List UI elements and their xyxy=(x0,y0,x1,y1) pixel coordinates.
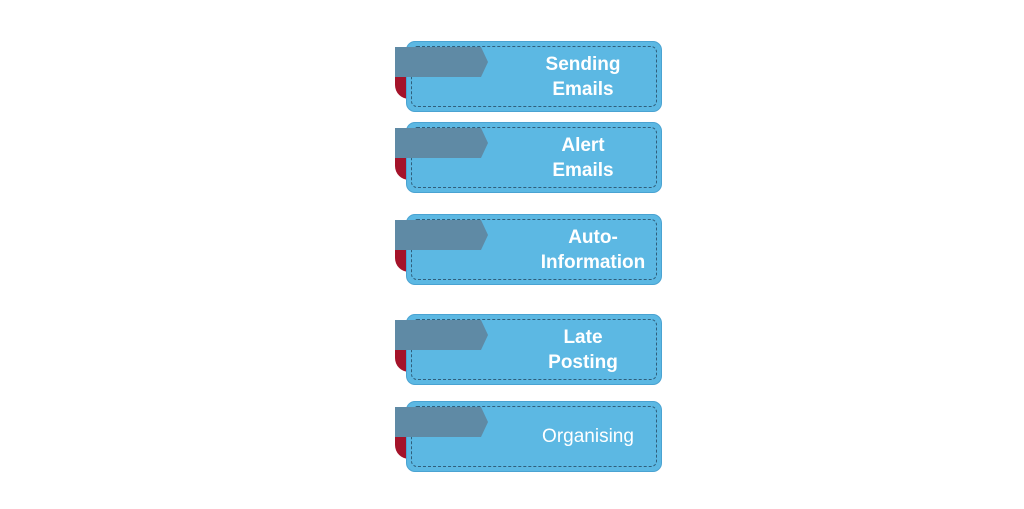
card-organising: Organising xyxy=(395,401,663,473)
card-auto-information: Auto- Information xyxy=(395,214,663,286)
card-tab xyxy=(395,220,488,250)
card-tab xyxy=(395,128,488,158)
card-sending-emails: Sending Emails xyxy=(395,41,663,113)
card-label: Organising xyxy=(542,426,634,447)
card-label: Sending Emails xyxy=(545,53,621,100)
card-alert-emails: Alert Emails xyxy=(395,122,663,194)
card-label: Alert Emails xyxy=(552,134,614,181)
card-tab xyxy=(395,47,488,77)
card-label: Late Posting xyxy=(548,326,618,373)
card-label: Auto- Information xyxy=(540,226,646,273)
card-tab xyxy=(395,407,488,437)
card-tab xyxy=(395,320,488,350)
card-late-posting: Late Posting xyxy=(395,314,663,386)
